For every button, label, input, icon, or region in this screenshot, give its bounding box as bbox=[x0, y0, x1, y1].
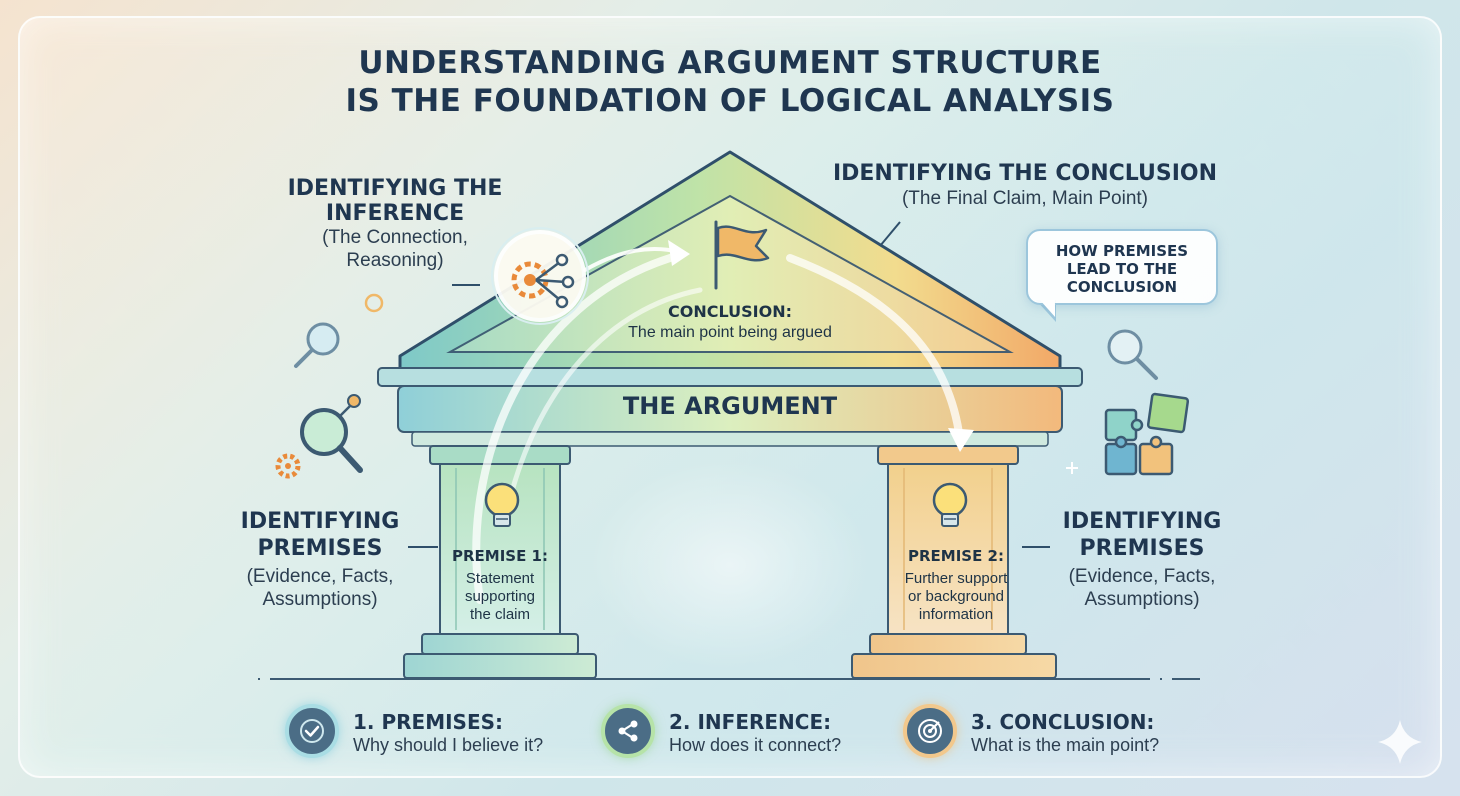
conclusion-sub: (The Final Claim, Main Point) bbox=[901, 188, 1149, 209]
roof-conclusion-text: The main point being argued bbox=[628, 324, 832, 341]
gear-network-icon bbox=[491, 227, 589, 325]
legend-conclusion-title: 3. CONCLUSION: bbox=[971, 710, 1155, 734]
premise-2-line-2: or background bbox=[908, 588, 1004, 605]
right-premises-sub-2: Assumptions) bbox=[1084, 589, 1200, 610]
inference-heading-2: INFERENCE bbox=[325, 201, 465, 226]
puzzle-icon bbox=[1104, 392, 1190, 476]
arrow-head-right bbox=[948, 428, 974, 452]
arrow-head-left bbox=[668, 240, 690, 266]
share-icon bbox=[601, 704, 655, 758]
left-premises-sub-1: (Evidence, Facts, bbox=[246, 566, 394, 587]
leader-lines bbox=[408, 221, 1050, 548]
premise-1-heading: PREMISE 1: bbox=[451, 547, 548, 565]
inference-sub-2: Reasoning) bbox=[346, 250, 444, 271]
conclusion-heading: IDENTIFYING THE CONCLUSION bbox=[832, 161, 1218, 186]
check-icon bbox=[285, 704, 339, 758]
argument-beam bbox=[397, 385, 1063, 447]
flow-arrows bbox=[472, 247, 964, 604]
premise-1-line-2: supporting bbox=[464, 588, 536, 605]
right-premises-heading-1: IDENTIFYING bbox=[1062, 509, 1222, 534]
premise-1-line-3: the claim bbox=[469, 606, 531, 623]
magnifier-gear-icon-left bbox=[275, 394, 363, 479]
speech-bubble-line-3: CONCLUSION bbox=[1066, 278, 1178, 296]
inference-sub-1: (The Connection, bbox=[322, 227, 468, 248]
magnifier-icon-right bbox=[1107, 329, 1158, 380]
inference-heading-1: IDENTIFYING THE bbox=[287, 176, 503, 201]
magnifier-icon-small-left bbox=[294, 293, 384, 368]
flag-icon bbox=[714, 220, 770, 290]
left-premises-sub-2: Assumptions) bbox=[262, 589, 378, 610]
legend-premises-sub: Why should I believe it? bbox=[353, 735, 544, 755]
title-line-1: UNDERSTANDING ARGUMENT STRUCTURE bbox=[358, 45, 1102, 81]
legend-inference-sub: How does it connect? bbox=[669, 735, 842, 755]
premise-2-line-3: information bbox=[918, 606, 994, 623]
premise-1-line-1: Statement bbox=[465, 570, 535, 587]
plus-decoration bbox=[1066, 462, 1078, 474]
speech-bubble-line-2: LEAD TO THE bbox=[1066, 260, 1178, 278]
right-premises-heading-2: PREMISES bbox=[1079, 536, 1205, 561]
legend-conclusion-sub: What is the main point? bbox=[971, 735, 1160, 755]
speech-bubble-line-1: HOW PREMISES bbox=[1055, 242, 1189, 260]
roof-conclusion-heading: CONCLUSION: bbox=[668, 302, 792, 321]
premise-2-heading: PREMISE 2: bbox=[907, 547, 1004, 565]
right-premises-sub-1: (Evidence, Facts, bbox=[1068, 566, 1216, 587]
legend-inference-title: 2. INFERENCE: bbox=[669, 710, 832, 734]
title-line-2: IS THE FOUNDATION OF LOGICAL ANALYSIS bbox=[345, 83, 1115, 119]
sparkle-icon bbox=[1378, 720, 1422, 764]
argument-beam-label: THE ARGUMENT bbox=[622, 392, 838, 420]
lightbulb-icon-left bbox=[484, 482, 520, 527]
center-glow bbox=[590, 460, 870, 670]
target-icon bbox=[903, 704, 957, 758]
speech-bubble: HOW PREMISES LEAD TO THE CONCLUSION bbox=[1026, 229, 1218, 305]
lightbulb-icon-right bbox=[932, 482, 968, 527]
legend-premises-title: 1. PREMISES: bbox=[353, 710, 504, 734]
left-premises-heading-1: IDENTIFYING bbox=[240, 509, 400, 534]
left-premises-heading-2: PREMISES bbox=[257, 536, 383, 561]
premise-2-line-1: Further support bbox=[904, 570, 1008, 587]
